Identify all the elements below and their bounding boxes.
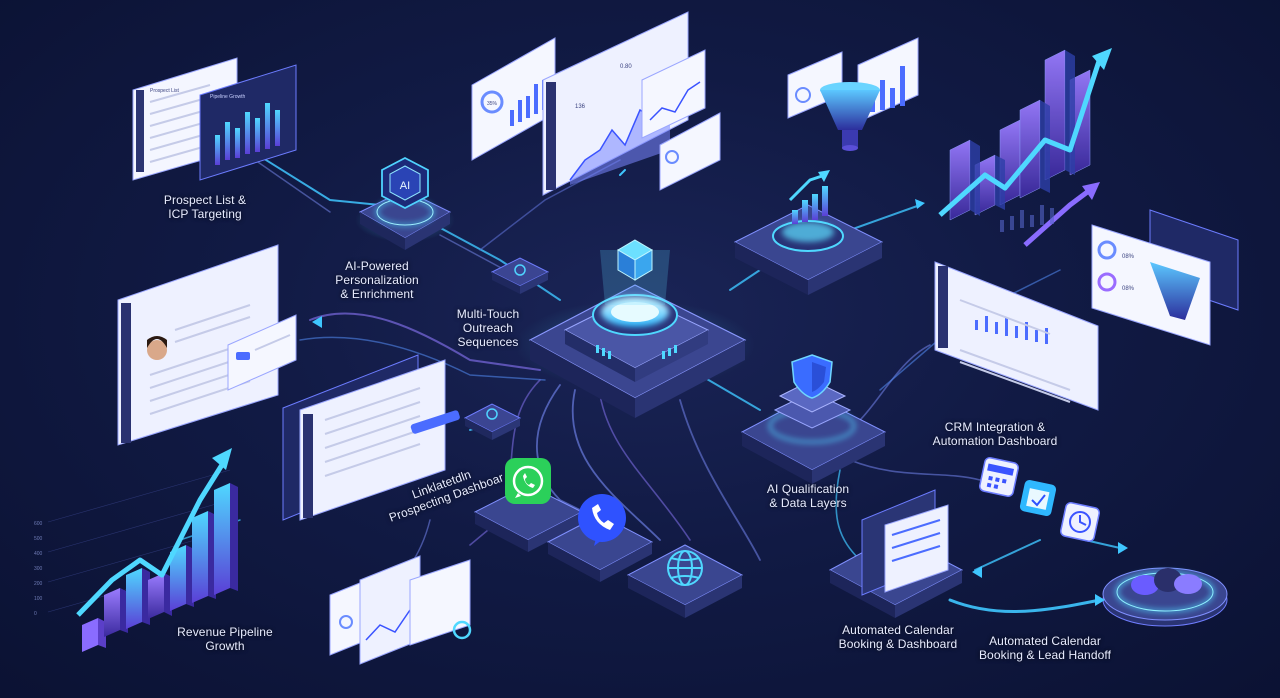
- axis-tick: 200: [34, 581, 43, 587]
- central-ai-hub: [515, 239, 755, 418]
- calendar-icon: [979, 457, 1019, 497]
- axis-tick: 0: [34, 611, 37, 617]
- kpi-value: 136: [575, 104, 586, 110]
- lead-handoff-node: [1102, 567, 1228, 627]
- funnel-pct-top: 08%: [1122, 254, 1135, 260]
- axis-tick: 500: [34, 536, 43, 542]
- axis-tick: 100: [34, 596, 43, 602]
- funnel-report-panel: 08% 08%: [1091, 209, 1239, 346]
- label-ai-qualification: AI Qualification & Data Layers: [766, 482, 850, 510]
- link-node-chip: [463, 403, 522, 440]
- label-calendar-handoff: Automated Calendar Booking & Lead Handof…: [978, 634, 1112, 662]
- label-revenue-pipeline: Revenue Pipeline Growth: [177, 625, 273, 653]
- whatsapp-icon: [505, 458, 551, 504]
- svg-text:AI: AI: [400, 180, 410, 192]
- axis-tick: 600: [34, 521, 43, 527]
- label-calendar-dashboard: Automated Calendar Booking & Dashboard: [838, 623, 958, 651]
- whatsapp-node: [473, 458, 584, 552]
- chat-card: [227, 314, 297, 391]
- linkedin-dashboard-panel: [282, 354, 460, 521]
- outreach-report-cards: [329, 555, 472, 665]
- ai-personalization-node: AI: [355, 156, 455, 250]
- arrow-heads: [312, 199, 1128, 606]
- donut-percent: 35%: [487, 101, 498, 107]
- cube-icon: [617, 239, 653, 281]
- calendar-check-icon: [1019, 479, 1057, 517]
- kpi-small: 0.80: [620, 64, 632, 70]
- label-crm-integration: CRM Integration & Automation Dashboard: [932, 420, 1058, 448]
- label-ai-personalization: AI-Powered Personalization & Enrichment: [335, 259, 419, 301]
- globe-icon: [667, 550, 703, 586]
- analytics-platform-node: [733, 170, 884, 295]
- stat-card: [659, 112, 721, 191]
- pipeline-growth-panel: Pipeline Growth: [199, 64, 297, 181]
- pipeline-growth-title: Pipeline Growth: [210, 94, 246, 100]
- qualification-stack-node: [740, 354, 887, 484]
- label-prospect-list: Prospect List & ICP Targeting: [163, 193, 247, 221]
- phone-node: [546, 494, 654, 582]
- axis-tick: 300: [34, 566, 43, 572]
- crm-profile-panel: [117, 244, 279, 446]
- globe-node: [626, 544, 744, 618]
- axis-tick: 400: [34, 551, 43, 557]
- calendar-dashboard-node: [828, 489, 964, 618]
- growth-bar-chart-3d: [938, 48, 1112, 247]
- shield-icon: [791, 354, 833, 399]
- clock-icon: [1060, 502, 1100, 542]
- ai-chip-icon: AI: [381, 156, 429, 210]
- revenue-growth-chart: 600 500 400 300 200 100 0: [34, 448, 238, 652]
- funnel-icon: [820, 82, 880, 151]
- small-chart-card: [641, 49, 706, 139]
- crm-dashboard-panel: [934, 261, 1099, 411]
- connector-chip: [490, 257, 550, 294]
- phone-icon: [578, 494, 626, 546]
- prospect-list-title: Prospect List: [150, 88, 180, 94]
- person-avatar-icon: [147, 336, 167, 360]
- label-multi-touch-outreach: Multi-Touch Outreach Sequences: [456, 307, 520, 349]
- funnel-pct-bottom: 08%: [1122, 286, 1135, 292]
